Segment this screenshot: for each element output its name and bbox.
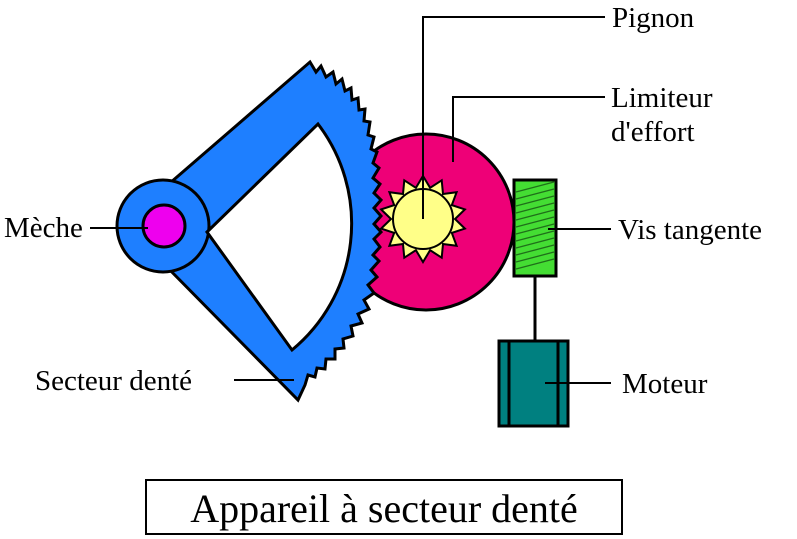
vis-thread-line (515, 244, 555, 256)
vis-thread-line (515, 181, 555, 193)
vis-tangente-threads (515, 181, 555, 270)
meche-label: Mèche (4, 212, 83, 244)
vis-thread-line (515, 258, 555, 270)
vis-thread-line (515, 195, 555, 207)
vis-thread-line (515, 202, 555, 214)
vis-thread-line (515, 188, 555, 200)
pignon-label: Pignon (612, 2, 695, 34)
meche-circle (141, 203, 187, 249)
caption-title: Appareil à secteur denté (190, 486, 578, 531)
vis-thread-line (515, 223, 555, 235)
limiteur-leader (452, 96, 605, 162)
vis-thread-line (515, 237, 555, 249)
pignon-leader (422, 16, 605, 219)
secteur-dente-opening (205, 121, 354, 353)
secteur-dente-label: Secteur denté (35, 365, 192, 397)
vis-tangente-label: Vis tangente (618, 214, 762, 246)
moteur-label: Moteur (622, 368, 708, 400)
limiteur-label-line1: Limiteur (611, 82, 713, 114)
secteur-dente (115, 59, 384, 403)
vis-thread-line (515, 230, 555, 242)
vis-thread-line (515, 209, 555, 221)
vis-thread-line (515, 251, 555, 263)
caption-box (145, 479, 623, 535)
vis-thread-line (515, 216, 555, 228)
limiteur-label-line2: d'effort (611, 116, 695, 148)
